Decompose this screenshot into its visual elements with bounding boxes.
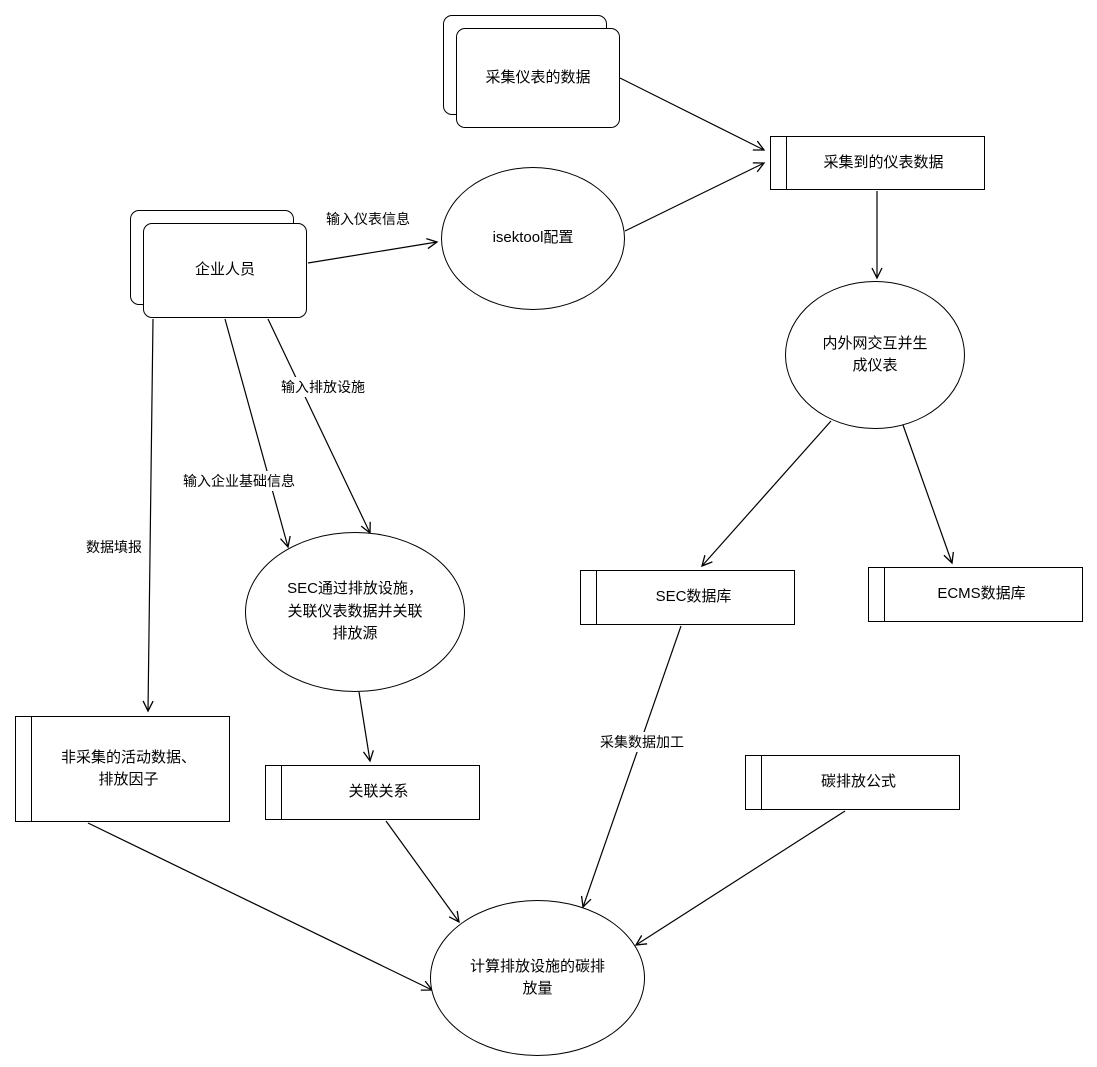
edge-label-input-emission-facility: 输入排放设施 — [279, 377, 367, 397]
node-relations-label: 关联关系 — [348, 783, 409, 801]
store-divider — [786, 137, 787, 189]
store-divider — [884, 568, 885, 621]
store-divider — [281, 766, 282, 819]
node-intranet-exchange-label: 内外网交互并生成仪表 — [822, 334, 928, 375]
node-non-collected: 非采集的活动数据、排放因子 — [15, 716, 230, 822]
node-carbon-formula: 碳排放公式 — [745, 755, 960, 810]
node-enterprise-staff-label: 企业人员 — [194, 261, 255, 279]
edge-staff-to-non-collected — [142, 318, 154, 713]
node-ecms-db-label: ECMS数据库 — [937, 585, 1026, 603]
edge-label-collected-data-processing: 采集数据加工 — [598, 732, 686, 752]
store-divider — [761, 756, 762, 809]
node-carbon-formula-label: 碳排放公式 — [820, 773, 896, 791]
edge-staff-to-associate-facility — [267, 318, 371, 535]
edge-sec-db-to-calc — [580, 625, 682, 909]
edge-relations-to-calc — [385, 820, 460, 924]
edge-label-input-meter-info: 输入仪表信息 — [324, 209, 412, 229]
node-enterprise-staff: 企业人员 — [130, 210, 307, 318]
edge-staff-to-associate-basic — [224, 318, 291, 549]
node-enterprise-staff-box: 企业人员 — [143, 223, 307, 318]
store-divider — [596, 571, 597, 624]
edge-intranet-to-sec-db — [701, 420, 832, 568]
edge-associate-to-relations — [358, 691, 374, 763]
node-collected-meter-data-label: 采集到的仪表数据 — [823, 153, 944, 171]
node-collected-meter-data: 采集到的仪表数据 — [770, 136, 985, 190]
node-intranet-exchange: 内外网交互并生成仪表 — [785, 281, 965, 429]
edge-label-input-enterprise-basic: 输入企业基础信息 — [181, 471, 297, 491]
node-collect-meter-data-label: 采集仪表的数据 — [485, 68, 591, 86]
node-collect-meter-data: 采集仪表的数据 — [443, 15, 620, 128]
edge-collect-to-collected-store — [619, 77, 766, 151]
node-sec-associate: SEC通过排放设施，关联仪表数据并关联排放源 — [245, 532, 465, 692]
node-calc-emissions: 计算排放设施的碳排放量 — [430, 900, 645, 1056]
node-isektool-config-label: isektool配置 — [492, 229, 574, 247]
edge-formula-to-calc — [634, 810, 846, 946]
node-ecms-db: ECMS数据库 — [868, 567, 1083, 622]
node-non-collected-label: 非采集的活动数据、排放因子 — [60, 748, 196, 789]
edge-label-data-filling: 数据填报 — [84, 537, 144, 557]
node-calc-emissions-label: 计算排放设施的碳排放量 — [469, 957, 605, 998]
node-collect-meter-data-box: 采集仪表的数据 — [456, 28, 620, 128]
edge-non-collected-to-calc — [87, 822, 434, 991]
edge-staff-to-isektool — [307, 238, 439, 264]
node-sec-db: SEC数据库 — [580, 570, 795, 625]
edge-isektool-to-collected-store — [624, 162, 766, 232]
node-isektool-config: isektool配置 — [441, 167, 625, 310]
node-relations: 关联关系 — [265, 765, 480, 820]
store-divider — [31, 717, 32, 821]
edge-intranet-to-ecms-db — [902, 424, 955, 565]
node-sec-db-label: SEC数据库 — [655, 588, 732, 606]
node-sec-associate-label: SEC通过排放设施，关联仪表数据并关联排放源 — [287, 580, 423, 643]
